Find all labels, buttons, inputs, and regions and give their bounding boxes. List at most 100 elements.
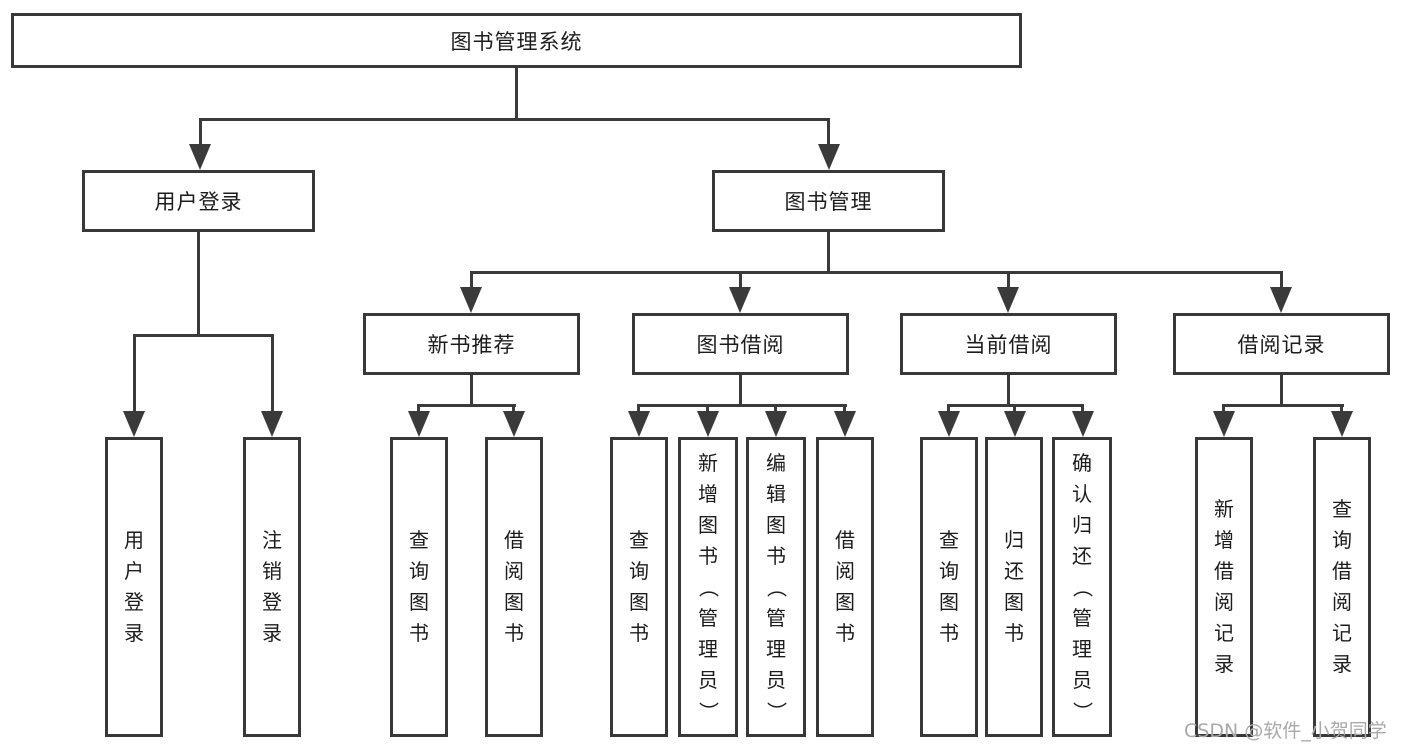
node-book-borrow: 图书借阅 bbox=[632, 313, 849, 375]
arrowhead-icon bbox=[765, 411, 787, 437]
connector-line bbox=[774, 404, 777, 414]
node-label-char: 查 bbox=[1332, 497, 1352, 521]
node-label-char: 查 bbox=[409, 528, 429, 552]
node-label-char: 理 bbox=[766, 636, 786, 661]
node-label-char: 辑 bbox=[766, 481, 786, 506]
connector-line bbox=[827, 118, 830, 146]
leaf-bb-edit-books-admin: 编辑图书（管理员） bbox=[746, 437, 806, 737]
leaf-bb-borrow-books: 借阅图书 bbox=[816, 437, 874, 737]
connector-line bbox=[199, 118, 830, 121]
node-new-book-recommend: 新书推荐 bbox=[363, 313, 580, 375]
leaf-nb-query-books: 查询图书 bbox=[390, 437, 448, 737]
node-label-char: 认 bbox=[1072, 481, 1092, 506]
node-label-char: 录 bbox=[262, 621, 282, 645]
connector-line bbox=[638, 404, 847, 407]
arrowhead-icon bbox=[997, 287, 1019, 313]
arrowhead-icon bbox=[628, 411, 650, 437]
leaf-cb-confirm-return-admin: 确认归还（管理员） bbox=[1052, 437, 1112, 737]
node-label-char: 借 bbox=[1332, 559, 1352, 583]
arrowhead-icon bbox=[1213, 411, 1235, 437]
arrowhead-icon bbox=[1072, 411, 1094, 437]
node-label-char: 新 bbox=[1214, 497, 1234, 521]
connector-line bbox=[515, 68, 518, 120]
node-label-char: 增 bbox=[1214, 528, 1234, 552]
connector-line bbox=[133, 334, 136, 414]
connector-line bbox=[706, 404, 709, 414]
node-label-char: 录 bbox=[1332, 652, 1352, 676]
node-label-char: 管 bbox=[698, 605, 718, 630]
node-label-char: 图 bbox=[939, 590, 959, 614]
node-label-char: 新 bbox=[698, 450, 718, 475]
node-label-char: （ bbox=[696, 577, 721, 597]
node-label-char: 图 bbox=[1004, 590, 1024, 614]
node-label-char: （ bbox=[1070, 577, 1095, 597]
connector-line bbox=[827, 232, 830, 274]
node-label-char: 还 bbox=[1004, 559, 1024, 583]
node-label-char: 阅 bbox=[835, 559, 855, 583]
connector-line bbox=[271, 334, 274, 414]
connector-line bbox=[1280, 375, 1283, 407]
node-current-borrow: 当前借阅 bbox=[900, 313, 1117, 375]
node-label: 图书借阅 bbox=[696, 333, 785, 357]
arrowhead-icon bbox=[834, 411, 856, 437]
node-label-char: ） bbox=[696, 701, 721, 721]
node-label-char: 图 bbox=[409, 590, 429, 614]
node-label-char: 归 bbox=[1072, 512, 1092, 537]
node-label-char: 户 bbox=[124, 559, 144, 583]
node-label-char: 书 bbox=[698, 543, 718, 568]
leaf-cb-return-books: 归还图书 bbox=[985, 437, 1043, 737]
node-label-char: 借 bbox=[504, 528, 524, 552]
connector-line bbox=[637, 404, 640, 414]
node-label-char: 阅 bbox=[1332, 590, 1352, 614]
leaf-bb-add-books-admin: 新增图书（管理员） bbox=[678, 437, 738, 737]
node-user-login: 用户登录 bbox=[82, 170, 315, 232]
node-label-char: 员 bbox=[1072, 667, 1092, 692]
node-label-char: 理 bbox=[698, 636, 718, 661]
arrowhead-icon bbox=[1331, 411, 1353, 437]
node-label-char: 询 bbox=[939, 559, 959, 583]
node-label-char: 询 bbox=[629, 559, 649, 583]
node-label-char: 录 bbox=[1214, 652, 1234, 676]
leaf-cb-query-books: 查询图书 bbox=[920, 437, 978, 737]
node-label-char: 查 bbox=[629, 528, 649, 552]
watermark-text: CSDN @软件_小贺同学 bbox=[1184, 720, 1387, 742]
leaf-nb-borrow-books: 借阅图书 bbox=[485, 437, 543, 737]
arrowhead-icon bbox=[123, 411, 145, 437]
node-label-char: 借 bbox=[835, 528, 855, 552]
node-label-char: ） bbox=[1070, 701, 1095, 721]
connector-line bbox=[1280, 271, 1283, 289]
leaf-br-add-record: 新增借阅记录 bbox=[1195, 437, 1253, 737]
node-label-char: 管 bbox=[766, 605, 786, 630]
node-label-char: 用 bbox=[124, 528, 144, 552]
arrowhead-icon bbox=[1004, 411, 1026, 437]
connector-line bbox=[739, 271, 742, 289]
node-label-char: 书 bbox=[1004, 621, 1024, 645]
arrowhead-icon bbox=[503, 411, 525, 437]
connector-line bbox=[1223, 404, 1344, 407]
node-label: 用户登录 bbox=[154, 190, 243, 214]
leaf-logout-login: 注销登录 bbox=[243, 437, 301, 737]
connector-line bbox=[133, 334, 274, 337]
node-label-char: 销 bbox=[262, 559, 282, 583]
node-label-char: 编 bbox=[766, 450, 786, 475]
connector-line bbox=[1007, 271, 1010, 289]
node-book-management: 图书管理 bbox=[712, 170, 945, 232]
arrowhead-icon bbox=[1270, 287, 1292, 313]
node-label: 图书管理 bbox=[784, 190, 873, 214]
connector-line bbox=[1081, 404, 1084, 414]
connector-line bbox=[947, 404, 950, 414]
node-label-char: 书 bbox=[939, 621, 959, 645]
arrowhead-icon bbox=[818, 144, 840, 170]
arrowhead-icon bbox=[189, 144, 211, 170]
connector-line bbox=[470, 271, 473, 289]
node-label-char: 阅 bbox=[1214, 590, 1234, 614]
node-label-char: 登 bbox=[124, 590, 144, 614]
node-label-char: 录 bbox=[124, 621, 144, 645]
node-label: 图书管理系统 bbox=[450, 29, 583, 54]
arrowhead-icon bbox=[460, 287, 482, 313]
node-label-char: 登 bbox=[262, 590, 282, 614]
leaf-bb-query-books: 查询图书 bbox=[610, 437, 668, 737]
node-label-char: 图 bbox=[835, 590, 855, 614]
node-label-char: 询 bbox=[1332, 528, 1352, 552]
